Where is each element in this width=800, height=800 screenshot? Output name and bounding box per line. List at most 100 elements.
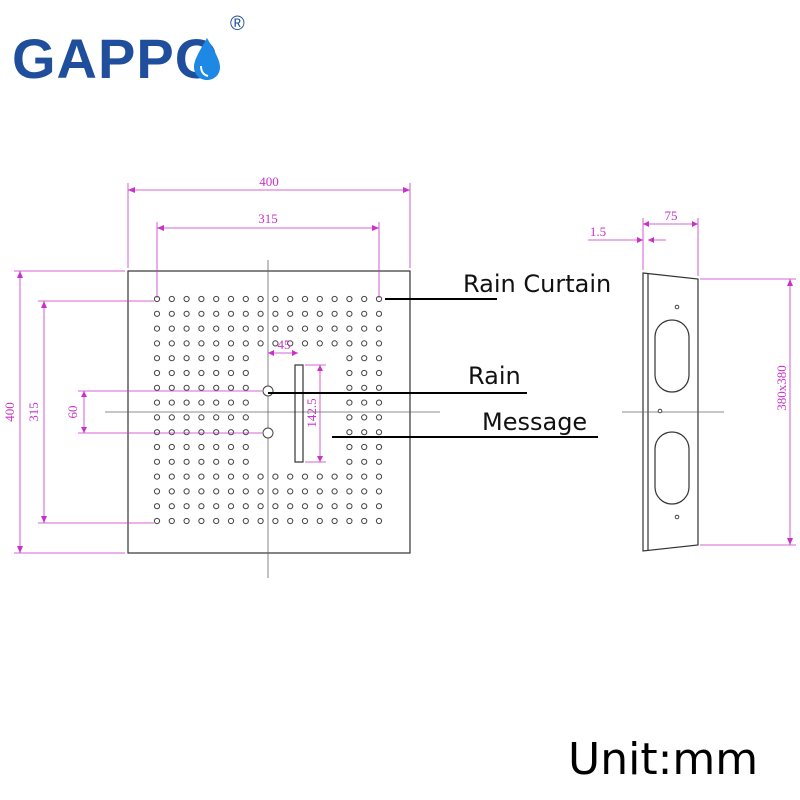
nozzle — [346, 488, 353, 495]
nozzle — [375, 384, 383, 391]
nozzle — [213, 310, 220, 317]
side-view: 75 1.5 380x380 — [588, 208, 796, 552]
rain-inlet — [262, 385, 274, 397]
nozzle — [227, 473, 235, 480]
nozzle — [183, 517, 190, 525]
nozzle — [183, 295, 190, 303]
nozzle — [272, 488, 279, 495]
nozzle — [257, 517, 264, 525]
nozzle — [375, 325, 383, 332]
nozzle — [257, 295, 264, 303]
nozzle — [346, 458, 353, 465]
dimension-width-outer: 400 — [127, 174, 411, 268]
unit-note: Unit:mm — [568, 734, 758, 785]
nozzle — [198, 310, 205, 317]
nozzle — [198, 340, 205, 347]
nozzle — [198, 443, 205, 451]
nozzle — [375, 414, 383, 421]
nozzle — [301, 503, 309, 510]
nozzle — [227, 488, 235, 495]
nozzle — [213, 414, 220, 421]
nozzle — [183, 488, 190, 495]
nozzle — [346, 384, 353, 391]
front-view: 400 315 45 400 315 — [2, 174, 440, 578]
nozzle — [242, 458, 249, 465]
brand-logo: GAPPO ® — [12, 13, 245, 90]
nozzle — [153, 414, 161, 421]
nozzle — [213, 384, 220, 391]
nozzle — [242, 325, 249, 332]
nozzle — [168, 414, 175, 421]
lower-oval-opening — [654, 431, 690, 505]
nozzle — [213, 458, 220, 465]
nozzle — [213, 473, 220, 480]
nozzle — [375, 310, 383, 317]
nozzle — [331, 503, 338, 510]
nozzle — [183, 355, 190, 362]
nozzle — [227, 458, 235, 465]
nozzle — [198, 488, 205, 495]
nozzle — [227, 310, 235, 317]
nozzle — [213, 355, 220, 362]
nozzle — [361, 384, 368, 391]
nozzle — [361, 325, 368, 332]
nozzle — [287, 488, 294, 495]
nozzle — [272, 295, 279, 303]
nozzle — [198, 458, 205, 465]
nozzle — [213, 399, 220, 406]
nozzle — [183, 369, 190, 377]
nozzle — [213, 325, 220, 332]
nozzle — [375, 473, 383, 480]
nozzle — [227, 325, 235, 332]
nozzle — [168, 340, 175, 347]
nozzle — [301, 488, 309, 495]
nozzle — [361, 355, 368, 362]
nozzle — [168, 325, 175, 332]
nozzle — [301, 517, 309, 525]
nozzle — [316, 473, 323, 480]
nozzle — [287, 295, 294, 303]
nozzle — [227, 517, 235, 525]
height-outer-label: 400 — [2, 402, 17, 422]
nozzle — [198, 295, 205, 303]
nozzle — [153, 488, 161, 495]
nozzle — [242, 399, 249, 406]
nozzle — [375, 340, 383, 347]
message-label: Message — [482, 408, 587, 436]
brand-name: GAPPO — [12, 27, 219, 90]
nozzle — [331, 473, 338, 480]
nozzle — [183, 458, 190, 465]
registered-mark: ® — [230, 13, 245, 35]
nozzle — [168, 310, 175, 317]
nozzle — [346, 429, 353, 436]
water-drop-icon — [194, 38, 220, 80]
nozzle — [227, 384, 235, 391]
nozzle — [153, 325, 161, 332]
nozzle — [272, 473, 279, 480]
nozzle — [375, 458, 383, 465]
nozzle — [272, 340, 279, 347]
nozzle — [301, 473, 309, 480]
nozzle — [183, 310, 190, 317]
nozzle — [153, 399, 161, 406]
nozzle — [153, 384, 161, 391]
nozzle — [375, 399, 383, 406]
nozzle — [183, 414, 190, 421]
nozzle — [213, 517, 220, 525]
nozzle — [242, 355, 249, 362]
nozzle — [301, 325, 309, 332]
depth-label: 75 — [665, 208, 678, 223]
nozzle — [316, 295, 323, 303]
nozzle — [227, 355, 235, 362]
nozzle — [198, 429, 205, 436]
upper-oval-opening — [654, 319, 690, 393]
nozzle — [227, 295, 235, 303]
nozzle — [242, 295, 249, 303]
nozzle — [227, 369, 235, 377]
nozzle — [198, 355, 205, 362]
nozzle — [257, 310, 264, 317]
dimension-plate-thickness: 1.5 — [588, 224, 666, 243]
nozzle — [168, 355, 175, 362]
nozzle — [227, 443, 235, 451]
